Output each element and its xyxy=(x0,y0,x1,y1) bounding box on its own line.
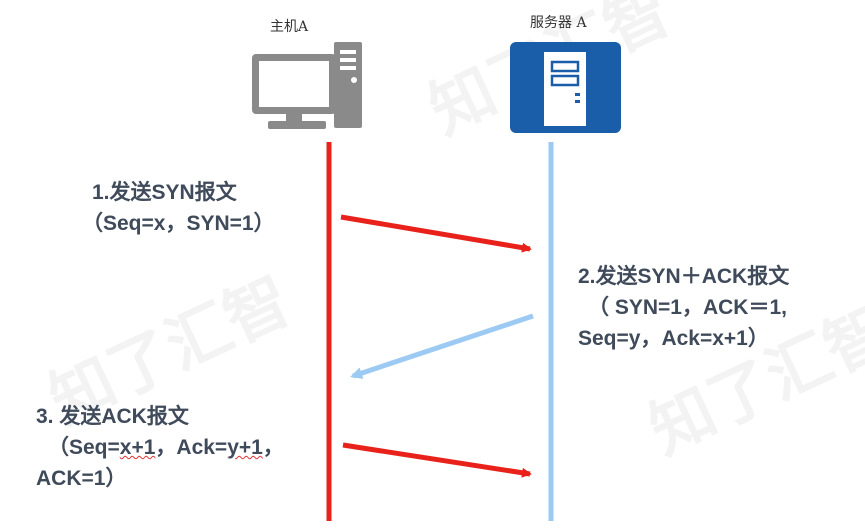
server-icon xyxy=(510,42,621,133)
syn-message-label: 1.发送SYN报文 （Seq=x，SYN=1） xyxy=(82,177,275,239)
host-label: 主机A xyxy=(270,19,309,35)
ack-field-seq-prefix: （Seq= xyxy=(48,436,120,459)
syn-message-title: 1.发送SYN报文 xyxy=(92,181,237,204)
ack-message-title: 3. 发送ACK报文 xyxy=(36,405,189,428)
ack-field-ack-prefix: ，Ack= xyxy=(155,436,228,459)
syn-arrow xyxy=(340,214,532,253)
syn-ack-message-seq: Seq=y，Ack=x+1） xyxy=(578,327,769,350)
syn-message-fields: （Seq=x，SYN=1） xyxy=(82,212,275,235)
ack-message-flag: ACK=1） xyxy=(36,467,127,490)
server-label: 服务器 A xyxy=(530,15,587,31)
computer-icon xyxy=(252,42,362,129)
ack-message-label: 3. 发送ACK报文 （Seq=x+1，Ack=y+1， ACK=1） xyxy=(36,401,284,494)
ack-field-ack-value: y+1 xyxy=(227,436,263,459)
syn-ack-message-label: 2.发送SYN＋ACK报文 （ SYN=1，ACK＝1, Seq=y，Ack=x… xyxy=(578,261,789,354)
ack-message-fields: （Seq=x+1，Ack=y+1， xyxy=(48,432,284,463)
syn-ack-message-title: 2.发送SYN＋ACK报文 xyxy=(578,265,790,288)
syn-ack-message-flags: （ SYN=1，ACK＝1, xyxy=(588,296,787,319)
ack-field-separator: ， xyxy=(262,436,284,459)
ack-arrow xyxy=(342,442,532,478)
ack-field-seq-value: x+1 xyxy=(119,436,156,459)
syn-ack-arrow xyxy=(350,313,534,379)
